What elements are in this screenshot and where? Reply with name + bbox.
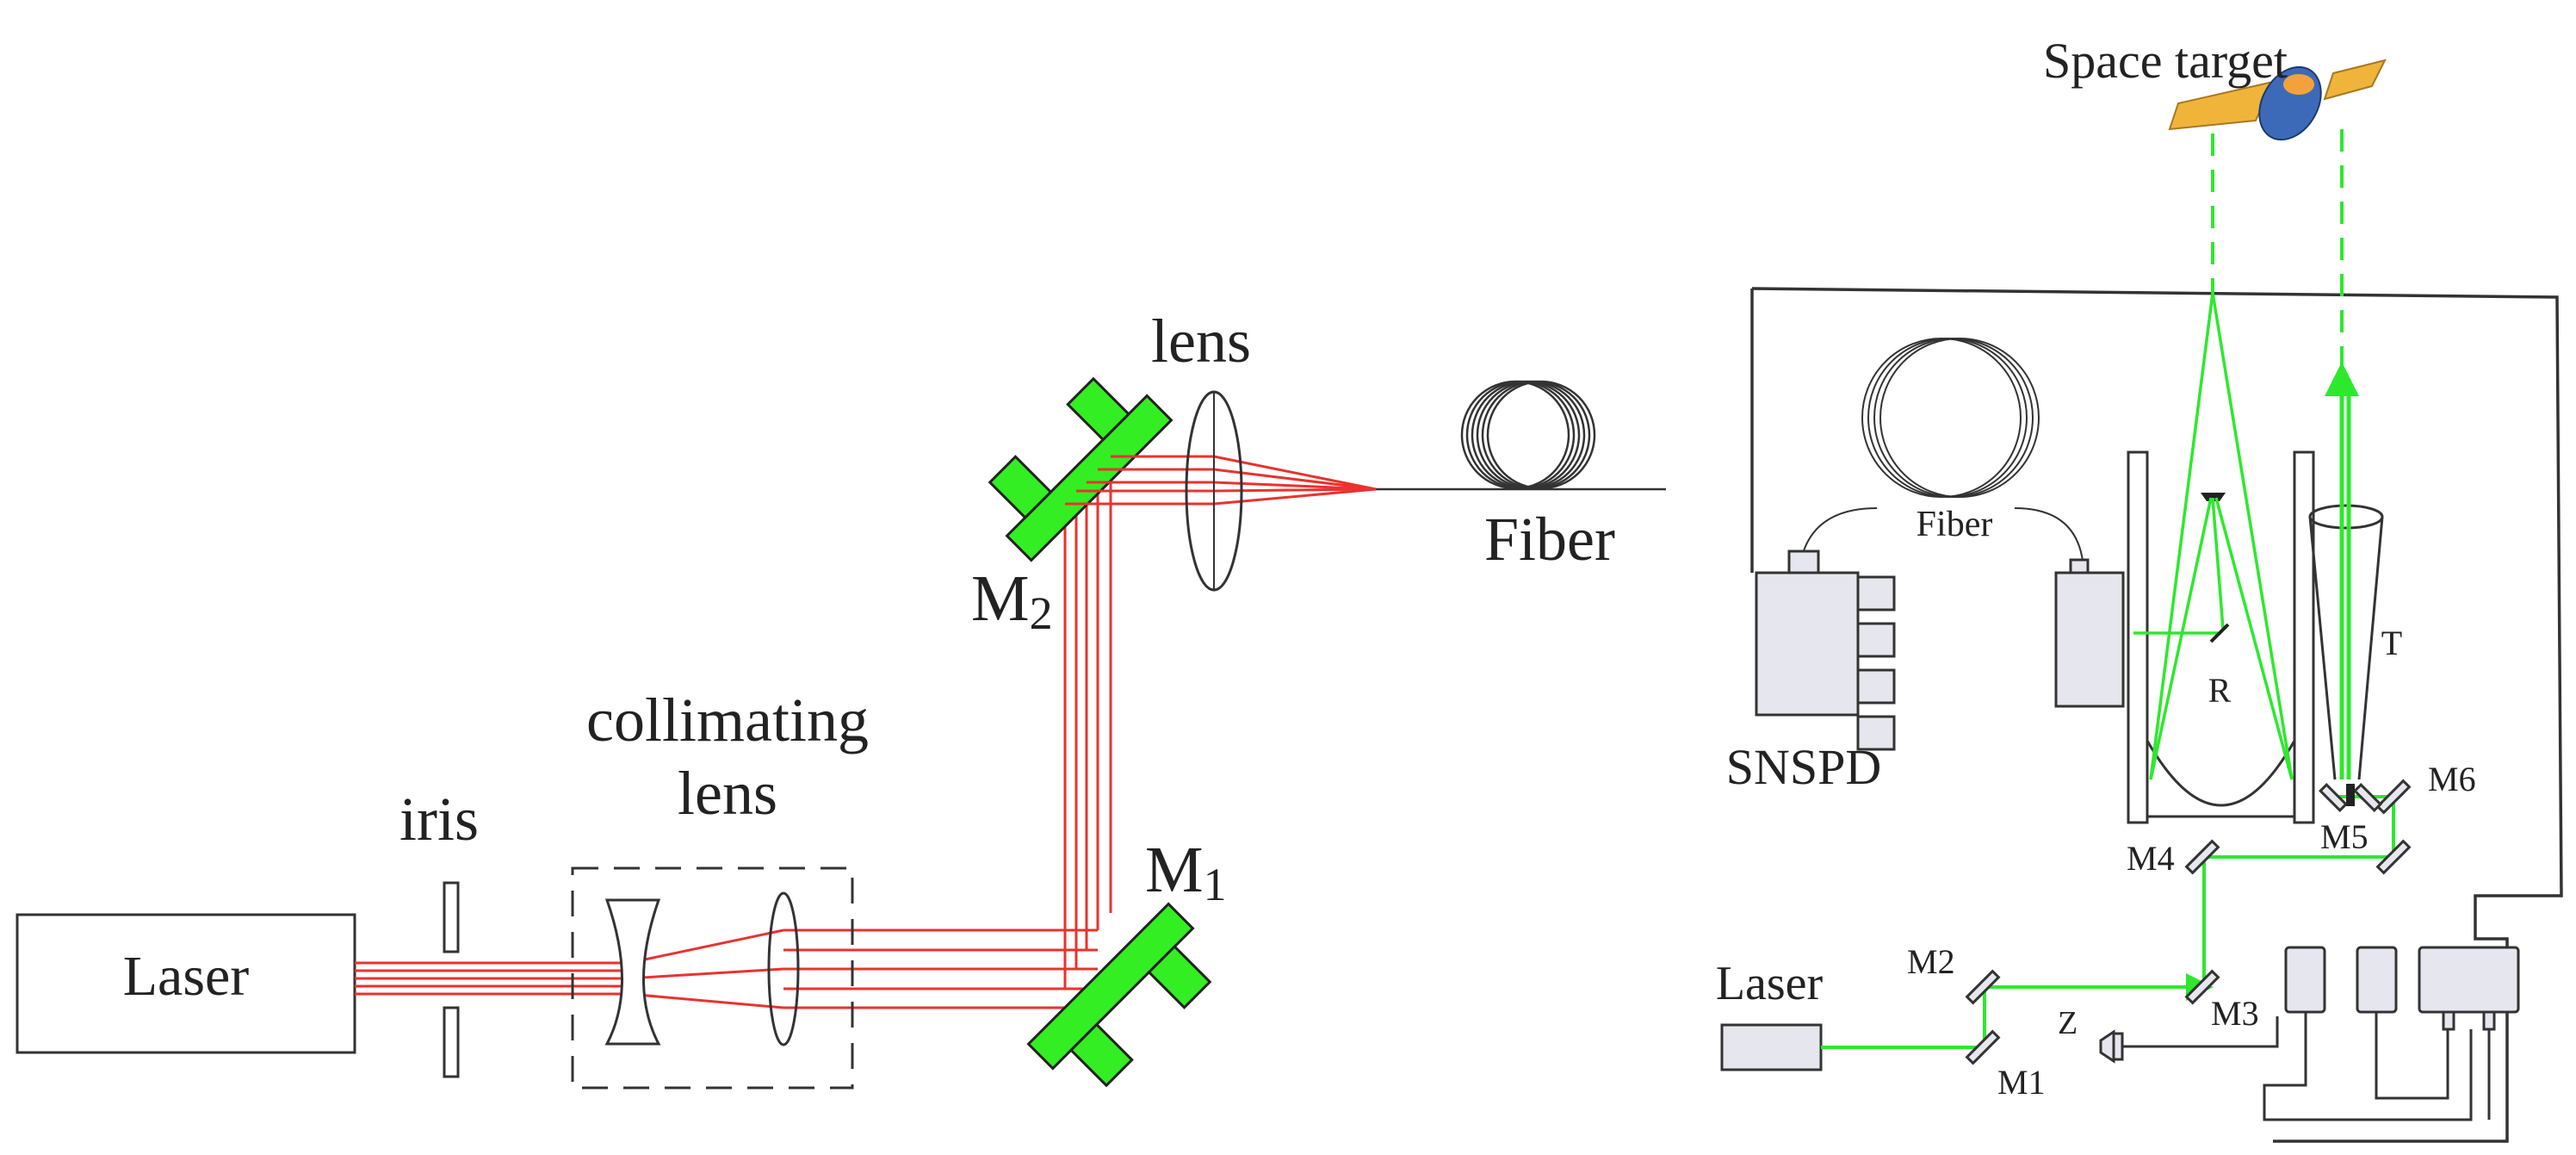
snspd-label: SNSPD bbox=[1726, 739, 1882, 795]
receiving-telescope: R bbox=[2127, 450, 2315, 824]
m1-label-sub: 1 bbox=[1204, 859, 1227, 910]
mirror-m3-right bbox=[2184, 969, 2220, 1005]
m2-label-sub: 2 bbox=[1030, 587, 1053, 639]
mirror-m6-right bbox=[2375, 779, 2412, 815]
right-setup: Space target Fiber SNSPD bbox=[1716, 33, 2563, 1143]
fiber-coil-right: Fiber bbox=[1799, 338, 2084, 569]
green-beam-transmit bbox=[2325, 362, 2359, 779]
mirror-m5-right bbox=[2375, 839, 2412, 875]
z-label: Z bbox=[2058, 1005, 2078, 1041]
fiber-label-right: Fiber bbox=[1917, 505, 1993, 544]
control-electronics bbox=[2263, 946, 2520, 1121]
green-beam-space bbox=[2211, 129, 2344, 370]
mirror-small-a bbox=[2319, 783, 2348, 812]
m2-label-right: M2 bbox=[1907, 942, 1955, 981]
satellite-icon bbox=[2168, 59, 2387, 141]
focusing-lens: lens bbox=[1151, 307, 1251, 592]
collimating-lens: collimating lens bbox=[571, 686, 869, 1090]
mirror-small-b bbox=[2353, 783, 2382, 812]
space-target-label: Space target bbox=[2043, 33, 2288, 89]
collimating-label-line2: lens bbox=[678, 759, 777, 828]
laser-source: Laser bbox=[15, 913, 356, 1054]
green-beam-telescope bbox=[2133, 292, 2294, 780]
enclosure bbox=[1751, 287, 2563, 1143]
m6-label-right: M6 bbox=[2428, 760, 2476, 798]
red-beam-input bbox=[355, 928, 1098, 1009]
snspd-detector: SNSPD bbox=[1726, 550, 1896, 795]
m1-label-base: M bbox=[1145, 834, 1204, 906]
mirror-m4-right bbox=[2184, 839, 2220, 875]
iris-label: iris bbox=[399, 785, 479, 854]
mirrors-right bbox=[1965, 779, 2412, 1065]
m1-label-right: M1 bbox=[1997, 1063, 2046, 1102]
iris: iris bbox=[399, 785, 479, 1078]
laser-label-right: Laser bbox=[1716, 957, 1824, 1010]
m4-label-right: M4 bbox=[2127, 839, 2175, 878]
laser-label: Laser bbox=[123, 945, 250, 1008]
red-beam-vertical bbox=[1063, 456, 1112, 989]
mirror-m1: M1 bbox=[1026, 834, 1227, 1088]
collimating-label-line1: collimating bbox=[586, 686, 869, 754]
m2-label-base: M bbox=[971, 562, 1030, 635]
receiver-module bbox=[2054, 558, 2125, 708]
fold-mirror bbox=[2209, 623, 2230, 643]
left-setup: Laser iris bbox=[15, 307, 1666, 1090]
m3-label-right: M3 bbox=[2211, 994, 2259, 1033]
z-component bbox=[2099, 1016, 2279, 1064]
lens-label: lens bbox=[1151, 307, 1251, 376]
mirror-m1-right bbox=[1965, 1029, 2001, 1065]
mirror-m2: M2 bbox=[971, 376, 1173, 639]
fiber-coil-left: Fiber bbox=[1376, 380, 1666, 574]
r-label: R bbox=[2208, 671, 2232, 710]
m1-label: M1 bbox=[1145, 834, 1227, 910]
transmitting-telescope: T bbox=[2308, 504, 2402, 780]
beam-stop bbox=[2346, 784, 2355, 806]
laser-source-right: Laser bbox=[1716, 957, 1824, 1071]
m5-label-right: M5 bbox=[2320, 817, 2369, 856]
fiber-label-left: Fiber bbox=[1484, 505, 1615, 574]
red-beam-output bbox=[1065, 455, 1377, 506]
mirror-m2-right bbox=[1965, 969, 2001, 1005]
m2-label: M2 bbox=[971, 562, 1053, 639]
t-label: T bbox=[2381, 624, 2402, 662]
mirror-labels-right: M1 M2 M3 M4 M5 M6 Z bbox=[1907, 760, 2476, 1102]
